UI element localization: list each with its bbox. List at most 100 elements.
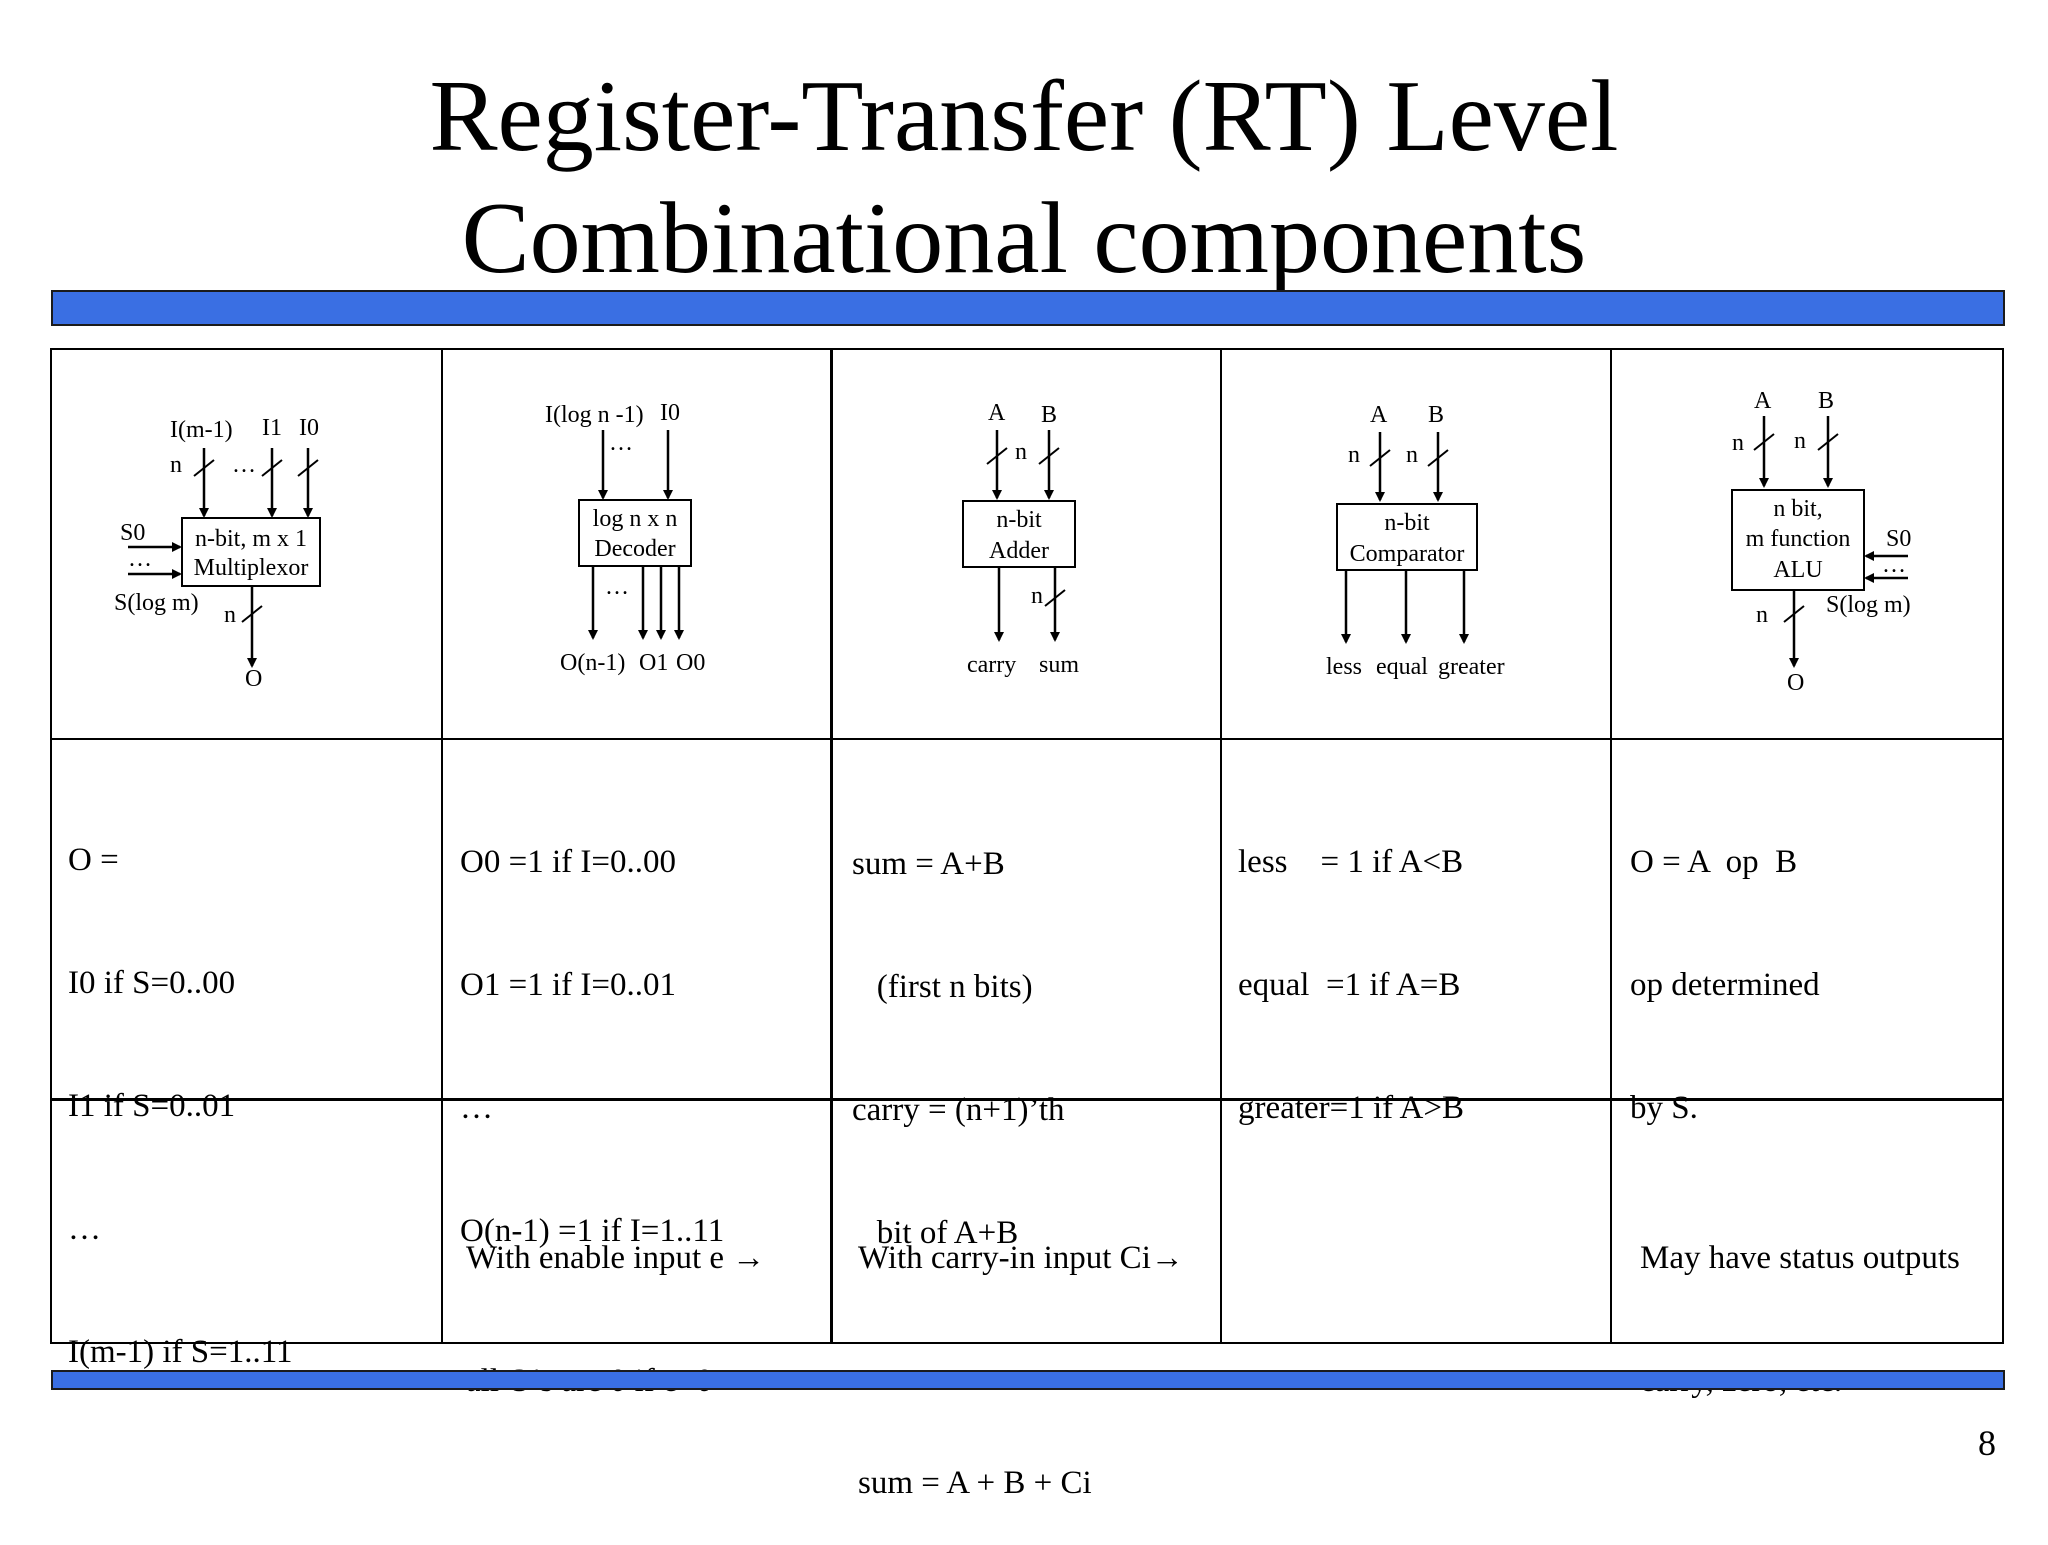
adder-carry-label: carry — [967, 652, 1016, 678]
decoder-output-high-label: O(n-1) — [560, 650, 625, 676]
table-row-divider-2 — [50, 1098, 2004, 1101]
alu-bus-slash — [1817, 433, 1839, 451]
description-line: carry = (n+1)’th — [852, 1092, 1065, 1128]
decoder-box — [578, 499, 692, 567]
adder-box-label-line2: Adder — [989, 538, 1049, 564]
note-line: With carry-in input Ci→ — [858, 1240, 1184, 1276]
comparator-description: less = 1 if A<B equal =1 if A=B greater=… — [1238, 760, 1464, 1170]
table-border-left — [50, 348, 52, 1344]
alu-select-s0-label: S0 — [1886, 526, 1911, 552]
comparator-input-b-label: B — [1428, 402, 1444, 428]
description-line: bit of A+B — [852, 1215, 1019, 1251]
comparator-box-label-line1: n-bit — [1384, 510, 1430, 536]
comparator-greater-label: greater — [1438, 654, 1505, 680]
page-number: 8 — [1978, 1423, 1996, 1463]
mux-input-high-label: I(m-1) — [170, 417, 233, 443]
description-line: O0 =1 if I=0..00 — [460, 844, 676, 880]
adder-description: sum = A+B (first n bits) carry = (n+1)’t… — [852, 762, 1065, 1295]
decoder-description: O0 =1 if I=0..00 O1 =1 if I=0..01 … O(n-… — [460, 760, 724, 1293]
adder-bus-slash — [1044, 589, 1066, 607]
adder-box — [962, 500, 1076, 568]
alu-bus-slash — [1783, 605, 1805, 623]
comparator-width-b-label: n — [1406, 442, 1418, 468]
comparator-less-label: less — [1326, 654, 1362, 680]
table-col-divider-2 — [830, 348, 833, 1344]
alu-input-b-label: B — [1818, 388, 1834, 414]
description-line: O = A op B — [1630, 844, 1798, 880]
table-border-bottom — [50, 1342, 2004, 1344]
decoder-output-dots: … — [605, 574, 629, 600]
mux-select-dots: … — [128, 546, 152, 572]
decoder-box-label-line2: Decoder — [594, 536, 675, 562]
description-line: I1 if S=0..01 — [68, 1088, 236, 1124]
mux-box-label-line2: Multiplexor — [194, 555, 309, 581]
comparator-input-a-label: A — [1370, 402, 1388, 428]
alu-box-label-line2: m function — [1746, 526, 1851, 552]
description-line: … — [460, 1090, 493, 1126]
table-col-divider-4 — [1610, 348, 1612, 1344]
alu-width-b-label: n — [1794, 428, 1806, 454]
alu-bus-slash — [1753, 433, 1775, 451]
multiplexor-diagram: I(m-1) I1 I0 n … n-bit, m x 1 Multiplexo… — [114, 415, 321, 692]
alu-select-dots: … — [1882, 552, 1906, 578]
multiplexor-box — [181, 517, 321, 587]
alu-box-label-line1: n bit, — [1773, 496, 1822, 522]
description-line: I0 if S=0..00 — [68, 965, 236, 1001]
description-line: equal =1 if A=B — [1238, 967, 1461, 1003]
bottom-accent-bar — [51, 1370, 2005, 1390]
adder-input-a-label: A — [988, 400, 1006, 426]
description-line: sum = A+B — [852, 846, 1005, 882]
alu-output-width-label: n — [1756, 602, 1768, 628]
decoder-input-high-label: I(log n -1) — [545, 402, 644, 428]
top-accent-bar — [51, 290, 2005, 326]
mux-input-0-label: I0 — [299, 415, 319, 441]
comparator-width-a-label: n — [1348, 442, 1360, 468]
alu-description: O = A op B op determined by S. — [1630, 760, 1820, 1170]
description-line: O = — [68, 842, 119, 878]
multiplexor-description: O = I0 if S=0..00 I1 if S=0..01 … I(m-1)… — [68, 758, 293, 1414]
comparator-box — [1336, 503, 1478, 571]
mux-select-slog-label: S(log m) — [114, 590, 199, 616]
note-line: May have status outputs — [1640, 1240, 1960, 1276]
note-line: sum = A + B + Ci — [858, 1465, 1092, 1501]
mux-select-s0-label: S0 — [120, 520, 145, 546]
description-line: by S. — [1630, 1090, 1698, 1126]
slide-title-line-2: Combinational components — [461, 182, 1587, 295]
decoder-diagram: I(log n -1) I0 … log n x n Decoder … O(n… — [545, 400, 705, 676]
comparator-box-label-line2: Comparator — [1350, 541, 1465, 567]
comparator-diagram: A B n n n-bit Comparator less equal grea… — [1326, 402, 1505, 680]
table-row-divider-1 — [50, 738, 2004, 740]
adder-bus-slash — [1038, 447, 1060, 465]
mux-width-n-label: n — [170, 452, 182, 478]
description-line: less = 1 if A<B — [1238, 844, 1464, 880]
alu-width-a-label: n — [1732, 430, 1744, 456]
adder-sum-label: sum — [1039, 652, 1079, 678]
adder-input-width-label: n — [1015, 439, 1027, 465]
slide-title-line-1: Register-Transfer (RT) Level — [429, 60, 1619, 173]
comparator-bus-slash — [1369, 449, 1391, 467]
decoder-output-1-label: O1 — [639, 650, 668, 676]
mux-bus-slash — [193, 459, 215, 477]
alu-input-a-label: A — [1754, 388, 1772, 414]
decoder-note: With enable input e → all O’s are 0 if e… — [466, 1156, 765, 1443]
adder-diagram: A B n n-bit Adder n carry sum — [962, 400, 1079, 678]
description-line: (first n bits) — [852, 969, 1033, 1005]
adder-box-label-line1: n-bit — [996, 507, 1042, 533]
alu-box — [1731, 489, 1865, 591]
alu-output-label: O — [1787, 670, 1804, 696]
description-line: I(m-1) if S=1..11 — [68, 1334, 293, 1370]
note-line: With enable input e → — [466, 1240, 766, 1276]
comparator-equal-label: equal — [1376, 654, 1428, 680]
table-col-divider-3 — [1220, 348, 1222, 1344]
comparator-bus-slash — [1427, 449, 1449, 467]
description-line: O(n-1) =1 if I=1..11 — [460, 1213, 725, 1249]
alu-note: May have status outputs carry, zero, etc… — [1640, 1156, 1960, 1443]
description-line: greater=1 if A>B — [1238, 1090, 1464, 1126]
decoder-box-label-line1: log n x n — [593, 506, 678, 532]
mux-box-label-line1: n-bit, m x 1 — [195, 526, 307, 552]
decoder-input-0-label: I0 — [660, 400, 680, 426]
alu-box-label-line3: ALU — [1773, 557, 1822, 583]
table-col-divider-1 — [441, 348, 443, 1344]
alu-diagram: A B n n n bit, m function ALU S0 … S(log… — [1731, 388, 1911, 696]
adder-note: With carry-in input Ci→ sum = A + B + Ci — [858, 1156, 1184, 1545]
